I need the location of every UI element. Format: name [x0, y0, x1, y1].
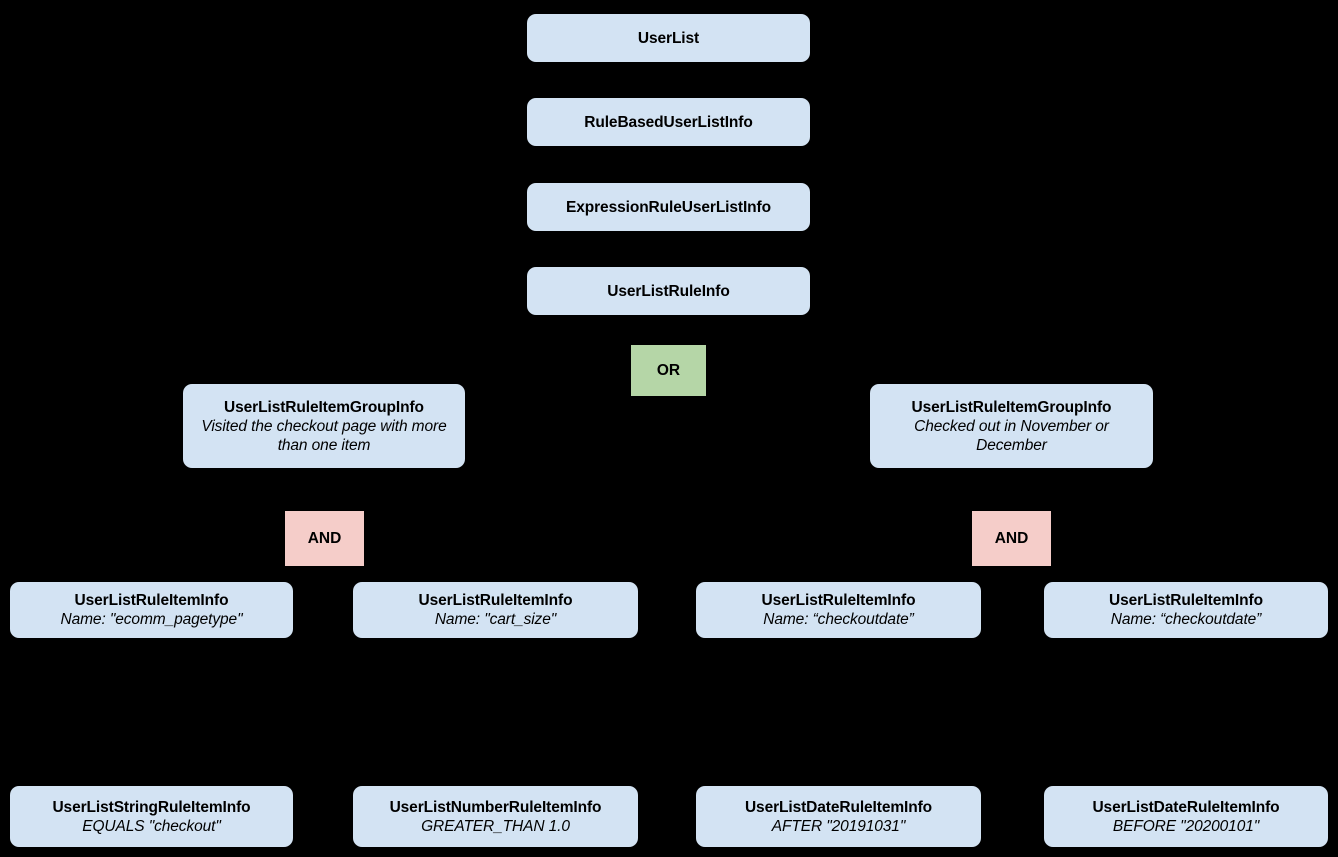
node-user-list-rule-info[interactable]: UserListRuleInfo	[527, 267, 810, 315]
operator-and-right[interactable]: AND	[972, 511, 1051, 566]
node-subtitle: GREATER_THAN 1.0	[421, 817, 570, 835]
node-group-right[interactable]: UserListRuleItemGroupInfo Checked out in…	[870, 384, 1153, 468]
operator-label: AND	[307, 530, 342, 547]
node-title: UserListRuleItemGroupInfo	[224, 398, 424, 416]
node-subtitle: BEFORE "20200101"	[1112, 817, 1260, 835]
node-typed-rule-4[interactable]: UserListDateRuleItemInfo BEFORE "2020010…	[1044, 786, 1328, 847]
node-typed-rule-2[interactable]: UserListNumberRuleItemInfo GREATER_THAN …	[353, 786, 638, 847]
node-subtitle: Checked out in November or December	[914, 417, 1109, 454]
node-title: UserListRuleItemInfo	[1109, 592, 1263, 609]
node-subtitle: Name: “checkoutdate”	[1110, 611, 1262, 628]
node-subtitle: Name: "ecomm_pagetype"	[60, 611, 243, 628]
operator-label: AND	[994, 530, 1029, 547]
node-title: UserListStringRuleItemInfo	[52, 798, 251, 816]
node-title: ExpressionRuleUserListInfo	[566, 198, 771, 216]
node-rule-item-2[interactable]: UserListRuleItemInfo Name: "cart_size"	[353, 582, 638, 638]
node-rule-based-user-list-info[interactable]: RuleBasedUserListInfo	[527, 98, 810, 146]
node-rule-item-4[interactable]: UserListRuleItemInfo Name: “checkoutdate…	[1044, 582, 1328, 638]
node-title: UserListDateRuleItemInfo	[1092, 798, 1280, 816]
node-title: UserListRuleItemInfo	[74, 592, 229, 609]
node-subtitle: EQUALS "checkout"	[82, 817, 221, 835]
node-title: RuleBasedUserListInfo	[584, 113, 753, 131]
node-subtitle: AFTER "20191031"	[771, 817, 906, 835]
node-subtitle: Visited the checkout page with more than…	[201, 417, 447, 454]
node-title: UserListRuleItemGroupInfo	[911, 398, 1112, 416]
operator-or[interactable]: OR	[631, 345, 706, 396]
node-typed-rule-3[interactable]: UserListDateRuleItemInfo AFTER "20191031…	[696, 786, 981, 847]
node-group-left[interactable]: UserListRuleItemGroupInfo Visited the ch…	[183, 384, 465, 468]
node-title: UserListRuleInfo	[607, 282, 730, 300]
operator-label: OR	[656, 362, 681, 379]
node-title: UserListNumberRuleItemInfo	[389, 798, 602, 816]
operator-and-left[interactable]: AND	[285, 511, 364, 566]
node-title: UserListDateRuleItemInfo	[744, 798, 933, 816]
node-subtitle: Name: “checkoutdate”	[763, 611, 914, 628]
node-rule-item-1[interactable]: UserListRuleItemInfo Name: "ecomm_pagety…	[10, 582, 293, 638]
node-user-list[interactable]: UserList	[527, 14, 810, 62]
node-title: UserListRuleItemInfo	[418, 592, 573, 609]
node-title: UserList	[637, 29, 700, 47]
node-typed-rule-1[interactable]: UserListStringRuleItemInfo EQUALS "check…	[10, 786, 293, 847]
node-subtitle: Name: "cart_size"	[434, 611, 557, 628]
node-title: UserListRuleItemInfo	[761, 592, 916, 609]
node-expression-rule-user-list-info[interactable]: ExpressionRuleUserListInfo	[527, 183, 810, 231]
node-rule-item-3[interactable]: UserListRuleItemInfo Name: “checkoutdate…	[696, 582, 981, 638]
